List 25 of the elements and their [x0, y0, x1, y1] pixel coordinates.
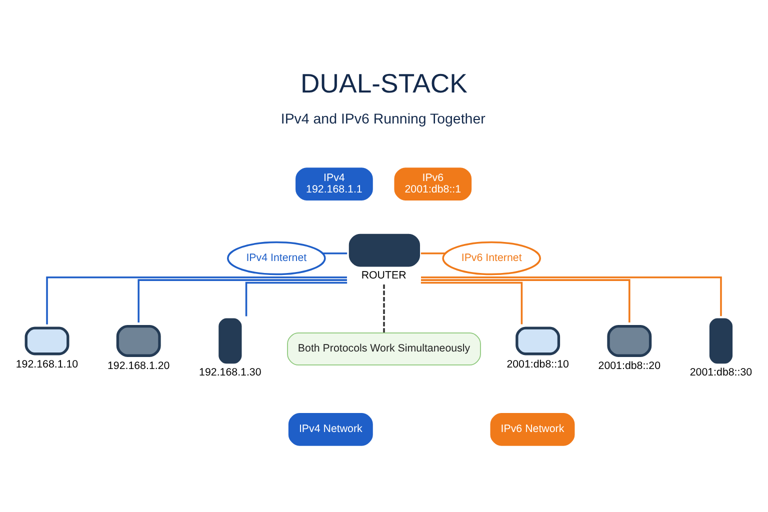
node-box: IPv6 Network [490, 412, 575, 446]
node-label: 2001:db8::10 [506, 358, 569, 370]
diagram-title: DUAL-STACK [300, 68, 468, 98]
node-box: IPv6 2001:db8::1 [394, 167, 472, 200]
connector [46, 276, 347, 324]
connector [421, 276, 722, 316]
node-label: 192.168.1.20 [107, 360, 170, 372]
node-label: ROUTER [361, 268, 406, 281]
connector [420, 252, 446, 254]
node-label: 2001:db8::30 [690, 366, 752, 378]
connector [421, 278, 630, 322]
node-label: 2001:db8::20 [598, 360, 661, 372]
node-box: IPv4 Network [288, 412, 373, 446]
node-ellipse: IPv4 Internet [227, 240, 326, 275]
connector [383, 284, 385, 332]
label: IPv4 and IPv6 Running Together [280, 110, 486, 127]
node-box: Both Protocols Work Simultaneously [287, 332, 481, 365]
node-box: IPv4 192.168.1.1 [296, 167, 373, 200]
node-label: 192.168.1.30 [199, 366, 262, 378]
connector [138, 278, 347, 322]
connector [420, 281, 523, 324]
node-label: 192.168.1.10 [16, 358, 78, 370]
connector [322, 252, 348, 254]
node-ellipse: IPv6 Internet [442, 240, 541, 275]
connector [245, 281, 348, 316]
